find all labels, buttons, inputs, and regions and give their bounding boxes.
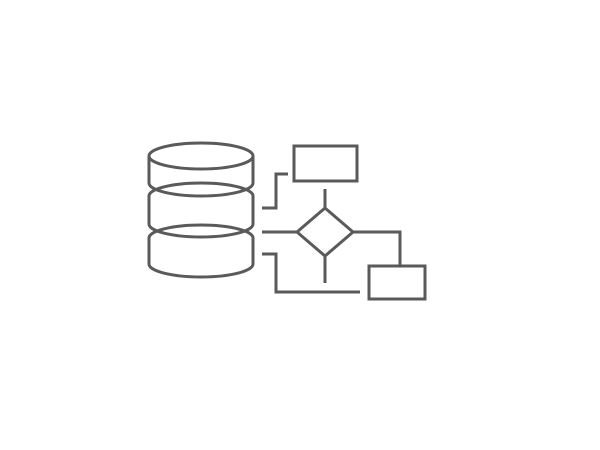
database-top-ellipse [147,141,255,171]
database-bottom-top-arc [147,223,255,239]
database-bottom-disk [147,238,255,279]
database-icon [147,141,255,279]
database-top-disk [147,156,255,198]
connector-bottom [262,252,360,294]
connector-diamond-right [353,230,402,266]
flowchart-decision-diamond [294,206,356,258]
flowchart-box-bottom [367,264,427,301]
connector-top [262,172,288,210]
database-middle-top-arc [147,181,255,197]
database-middle-disk [147,196,255,239]
flowchart-box-top [292,144,359,183]
